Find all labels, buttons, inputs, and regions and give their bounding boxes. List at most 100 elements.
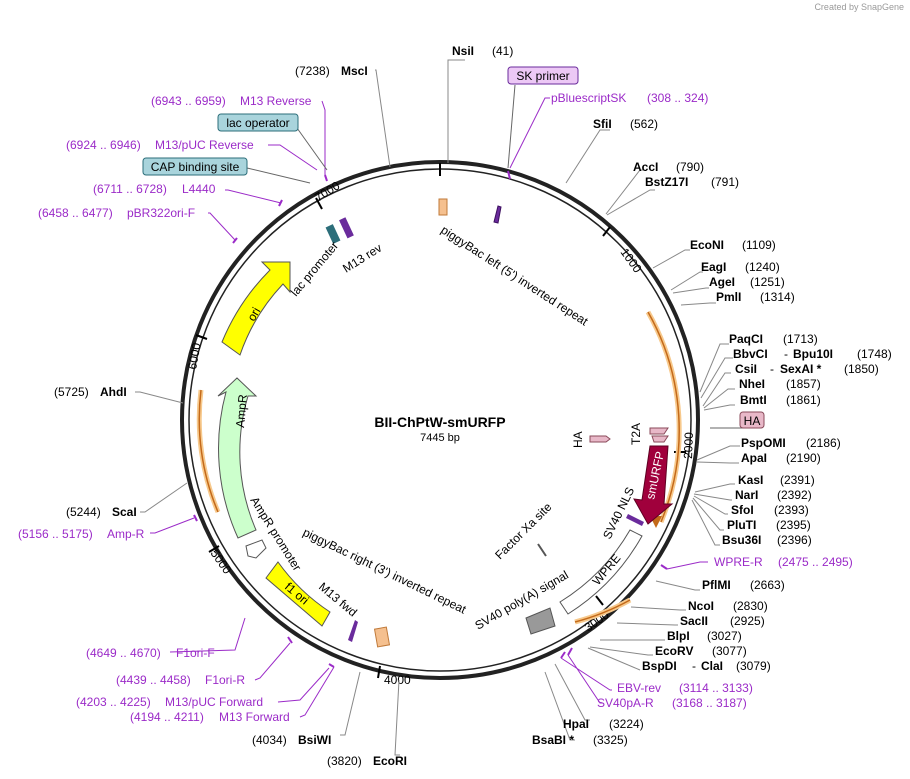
svg-text:(5156 .. 5175): (5156 .. 5175) (18, 527, 93, 541)
lac-promoter-feature (325, 224, 341, 244)
svg-text:(5725): (5725) (54, 385, 89, 399)
box-leaders (246, 84, 755, 429)
svg-text:(3325): (3325) (593, 733, 628, 747)
svg-text:(4649 .. 4670): (4649 .. 4670) (86, 646, 161, 660)
cds-line (647, 311, 680, 523)
svg-text:(3114 .. 3133): (3114 .. 3133) (679, 681, 753, 695)
enzyme-label-sacii: SacII (2925) (680, 614, 765, 628)
enzyme-label-bsiwi: (4034) BsiWI (252, 733, 331, 747)
primer-marks (193, 170, 668, 668)
enzyme-label-bspdi: BspDI - ClaI (3079) (642, 659, 771, 673)
piggybac-right-feature (373, 626, 391, 648)
factor-xa-feature (537, 543, 547, 557)
svg-text:BbvCI: BbvCI (733, 347, 768, 361)
svg-text:(3077): (3077) (712, 644, 747, 658)
primer-label-m13-puc-forward: (4203 .. 4225) M13/pUC Forward (76, 695, 263, 709)
ampr-label: AmpR (233, 393, 250, 428)
enzyme-leaders (135, 59, 740, 756)
enzyme-label-ahdi: (5725) AhdI (54, 385, 127, 399)
svg-text:(562): (562) (630, 117, 658, 131)
tick-label-2000: 2000 (681, 432, 696, 459)
primer-label-ebv-rev: EBV-rev (3114 .. 3133) (617, 681, 753, 695)
svg-text:NarI: NarI (735, 488, 758, 502)
svg-text:(1748): (1748) (857, 347, 892, 361)
svg-text:ScaI: ScaI (112, 505, 137, 519)
enzyme-label-nhei: NheI (1857) (739, 377, 821, 391)
pbluescript-feature (493, 205, 502, 224)
svg-text:PaqCI: PaqCI (729, 332, 763, 346)
svg-text:(4194 .. 4211): (4194 .. 4211) (130, 710, 204, 724)
svg-text:(2475 .. 2495): (2475 .. 2495) (778, 555, 853, 569)
enzyme-label-kasi: KasI (2391) (738, 473, 815, 487)
svg-text:HA: HA (744, 414, 761, 428)
primer-label-l4440: (6711 .. 6728) L4440 (93, 182, 216, 196)
enzyme-label-bsabi: BsaBI * (3325) (532, 733, 628, 747)
enzyme-label-blpi: BlpI (3027) (667, 629, 742, 643)
svg-text:(4439 .. 4458): (4439 .. 4458) (116, 673, 191, 687)
svg-text:ApaI: ApaI (741, 451, 767, 465)
primer-label-f1ori-f: (4649 .. 4670) F1ori-F (86, 646, 215, 660)
svg-text:(41): (41) (492, 44, 513, 58)
sk-primer-box: SK primer (507, 66, 579, 85)
svg-text:Bsu36I: Bsu36I (722, 533, 761, 547)
svg-text:-: - (692, 659, 696, 673)
wpre-feature (559, 529, 643, 615)
enzyme-label-sfii: SfiI (562) (593, 117, 658, 131)
primer-label-sv40pa-r: SV40pA-R (3168 .. 3187) (597, 696, 747, 710)
svg-text:(6924 .. 6946): (6924 .. 6946) (66, 138, 141, 152)
enzyme-label-pflmi: PflMI (2663) (702, 578, 785, 592)
svg-text:BmtI: BmtI (740, 393, 767, 407)
svg-text:(2393): (2393) (774, 503, 809, 517)
enzyme-label-acci: AccI (790) (633, 160, 704, 174)
svg-text:(2190): (2190) (786, 451, 821, 465)
lac-operator-box: lac operator (217, 113, 299, 132)
svg-text:(2396): (2396) (777, 533, 812, 547)
svg-text:SexAI *: SexAI * (780, 362, 822, 376)
sv40-polya-feature (525, 607, 556, 635)
svg-text:WPRE-R: WPRE-R (714, 555, 763, 569)
svg-text:(3079): (3079) (736, 659, 771, 673)
ampr-promoter-label: AmpR promoter (247, 494, 304, 573)
ampr-cds-line (198, 389, 219, 513)
svg-text:NsiI: NsiI (452, 44, 474, 58)
m13-rev-label: M13 rev (340, 241, 384, 276)
enzyme-label-apai: ApaI (2190) (741, 451, 821, 465)
tick-label-4000: 4000 (384, 673, 411, 687)
svg-text:(1109): (1109) (742, 238, 776, 252)
svg-text:EBV-rev: EBV-rev (617, 681, 661, 695)
svg-text:(2925): (2925) (730, 614, 765, 628)
svg-text:EcoRI: EcoRI (373, 754, 407, 768)
svg-text:CsiI: CsiI (735, 362, 757, 376)
enzyme-label-ncoi: NcoI (2830) (688, 599, 768, 613)
plasmid-name: BII-ChPtW-smURFP (374, 414, 505, 430)
svg-text:NheI: NheI (739, 377, 765, 391)
primer-label-wpre-r: WPRE-R (2475 .. 2495) (714, 555, 853, 569)
enzyme-label-msci: (7238) MscI (295, 64, 368, 78)
svg-text:(308 .. 324): (308 .. 324) (647, 91, 708, 105)
svg-text:SV40pA-R: SV40pA-R (597, 696, 654, 710)
svg-text:CAP binding site: CAP binding site (151, 160, 240, 174)
piggybac-right-label: piggyBac right (3') inverted repeat (301, 525, 469, 617)
enzyme-label-pmli: PmlI (1314) (716, 290, 795, 304)
enzyme-label-nari: NarI (2392) (735, 488, 812, 502)
enzyme-label-pspomi: PspOMI (2186) (741, 436, 841, 450)
sv40-polya-label: SV40 poly(A) signal (473, 568, 571, 633)
svg-text:AhdI: AhdI (100, 385, 127, 399)
primer-label-pbluescriptsk: pBluescriptSK (308 .. 324) (551, 91, 708, 105)
primer-leaders (150, 97, 708, 718)
svg-text:F1ori-R: F1ori-R (205, 673, 245, 687)
svg-text:BlpI: BlpI (667, 629, 690, 643)
svg-text:BspDI: BspDI (642, 659, 677, 673)
svg-text:M13 Forward: M13 Forward (219, 710, 290, 724)
svg-text:KasI: KasI (738, 473, 763, 487)
svg-text:(3224): (3224) (609, 717, 644, 731)
enzyme-label-scai: (5244) ScaI (66, 505, 137, 519)
svg-text:(1251): (1251) (750, 275, 785, 289)
svg-text:Bpu10I: Bpu10I (793, 347, 833, 361)
svg-text:(2663): (2663) (750, 578, 785, 592)
ori-feature (221, 261, 291, 356)
svg-text:(5244): (5244) (66, 505, 101, 519)
svg-text:(1861): (1861) (786, 393, 821, 407)
primer-label-m13-forward: (4194 .. 4211) M13 Forward (130, 710, 290, 724)
